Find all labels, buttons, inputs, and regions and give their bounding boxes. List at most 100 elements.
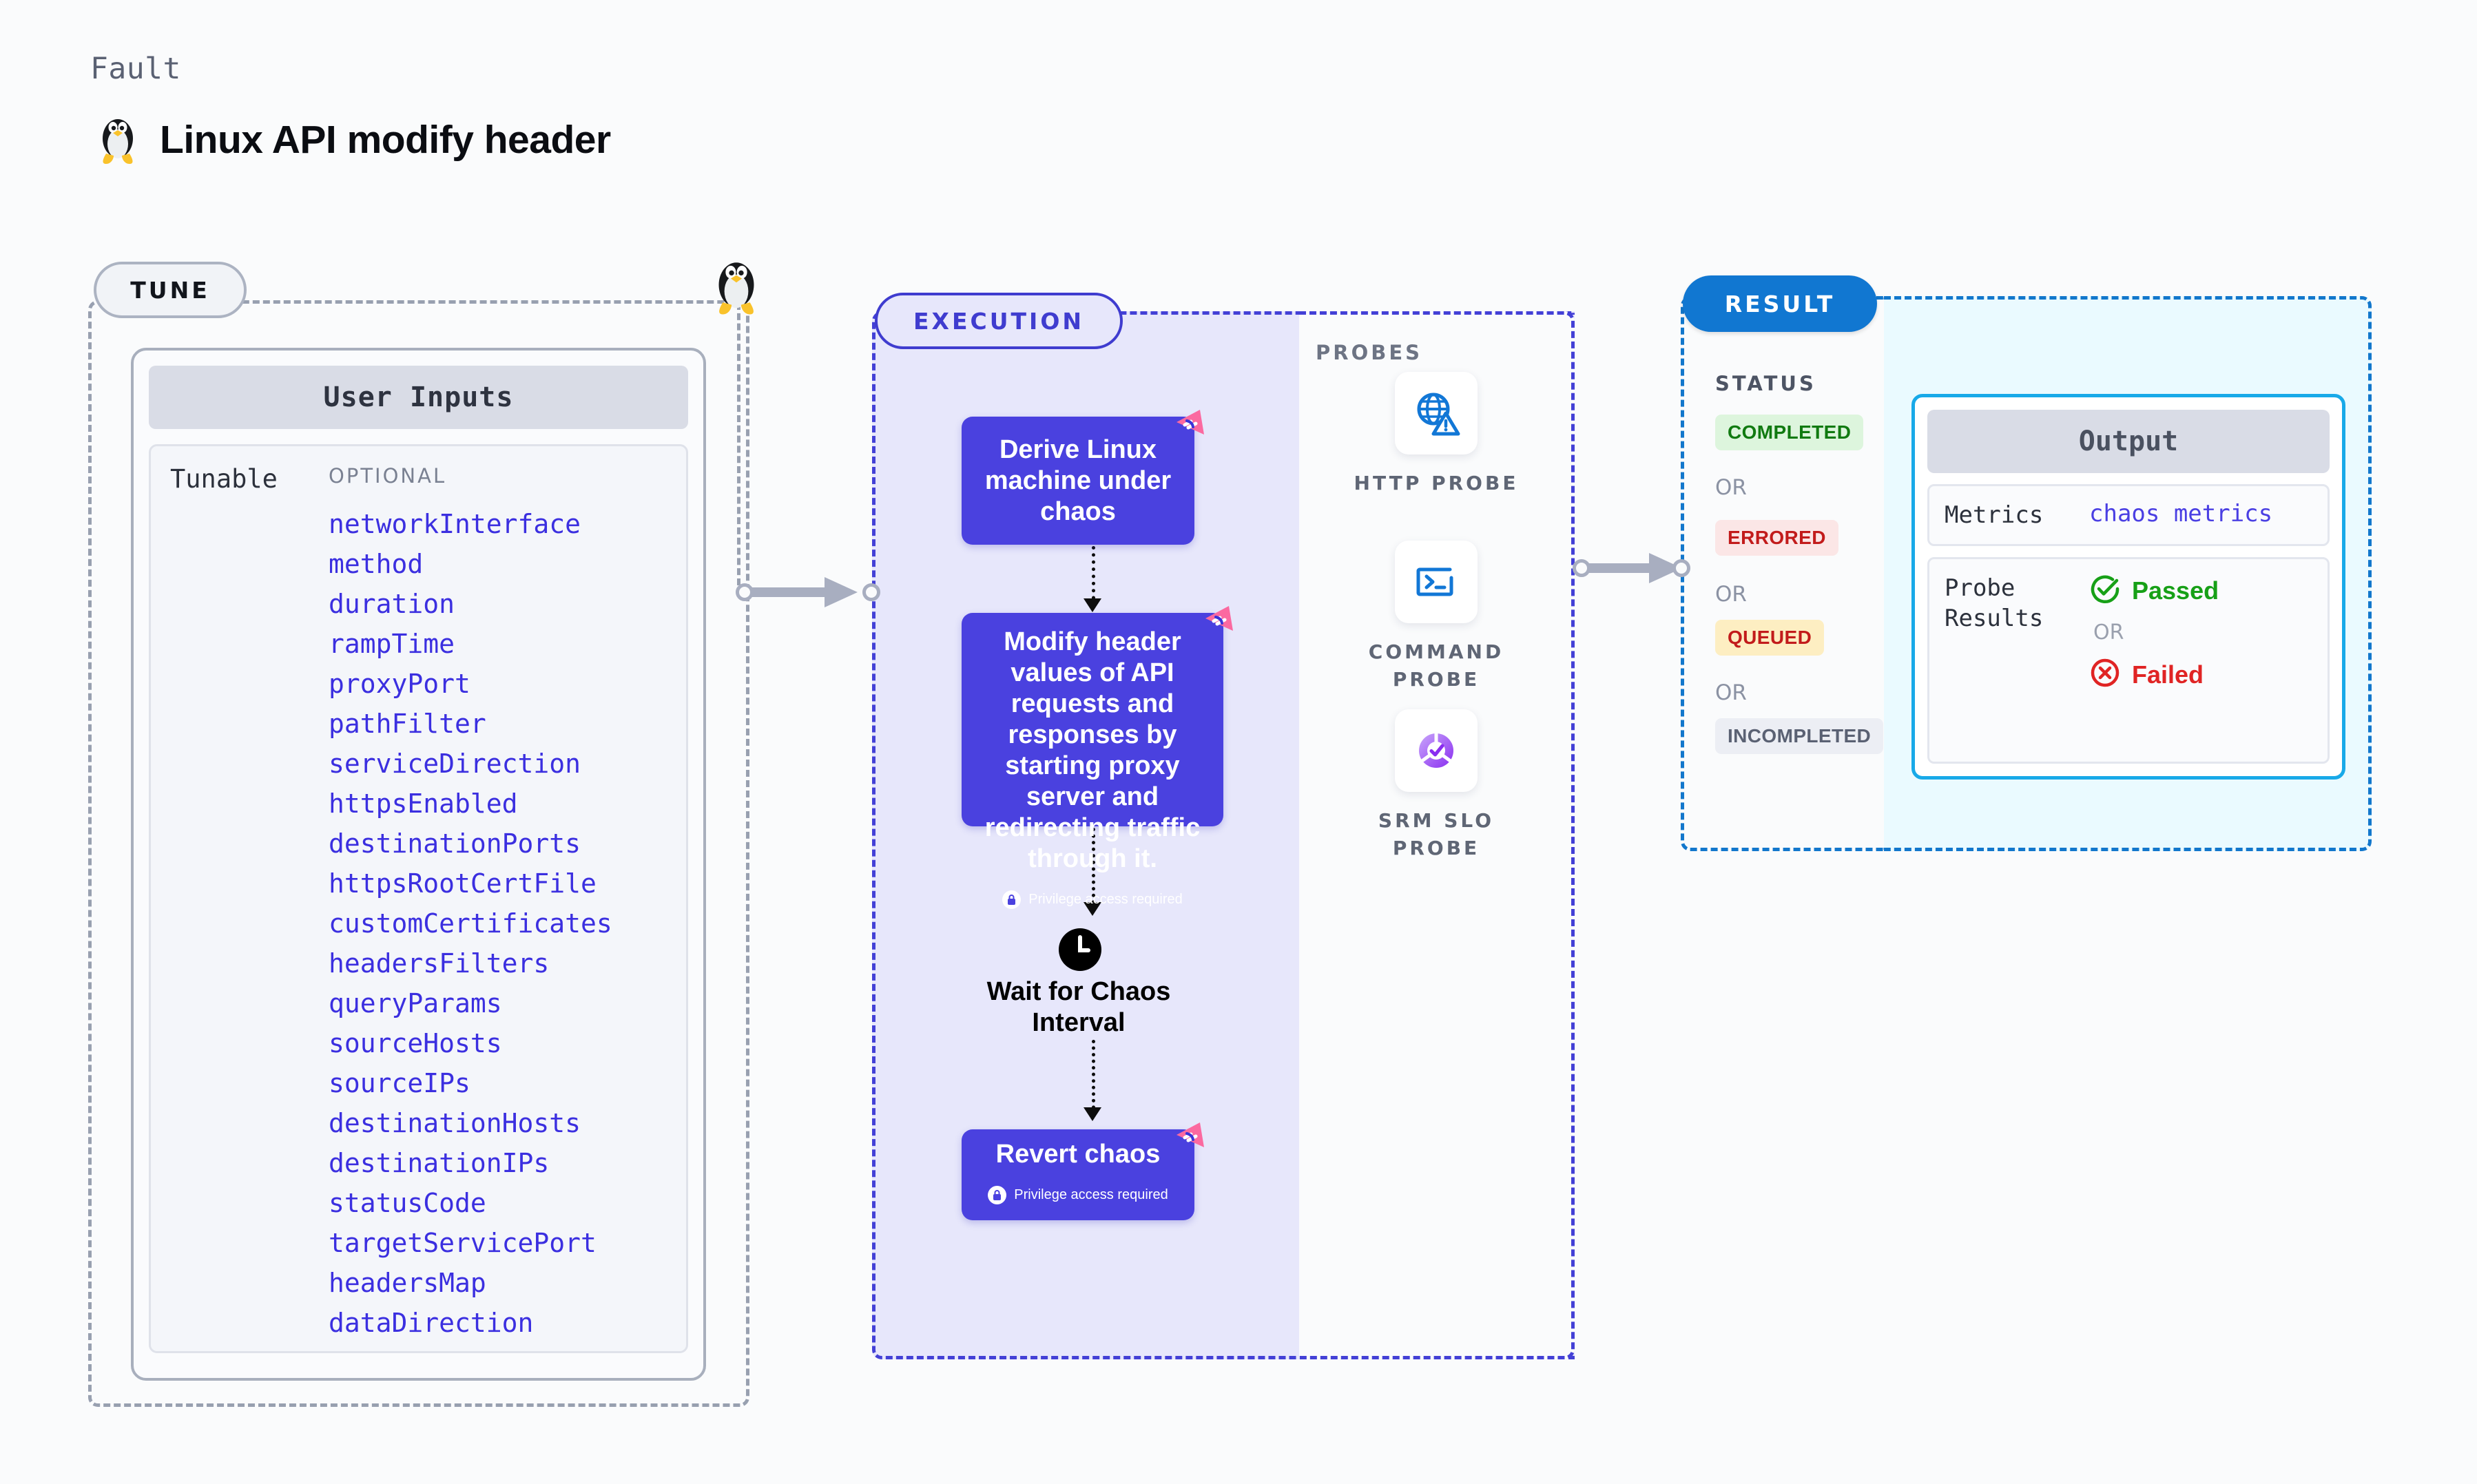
globe-warning-icon (1395, 372, 1478, 454)
or-separator: OR (1715, 680, 1747, 705)
connector-end-dot (862, 583, 880, 601)
result-section-pill[interactable]: RESULT (1683, 275, 1877, 332)
probe-item-http[interactable]: HTTP PROBE (1350, 372, 1522, 497)
page-title: Linux API modify header (96, 114, 611, 166)
page-title-text: Linux API modify header (160, 118, 611, 162)
tunable-param-list: OPTIONAL networkInterface method duratio… (329, 464, 686, 1351)
user-inputs-card: User Inputs Tunable OPTIONAL networkInte… (131, 348, 706, 1381)
probe-label: COMMAND PROBE (1368, 640, 1504, 691)
flow-node-label: Derive Linux machine under chaos (984, 435, 1172, 526)
or-separator: OR (1715, 582, 1747, 607)
slo-donut-check-icon (1395, 709, 1478, 792)
metrics-value[interactable]: chaos metrics (2089, 500, 2273, 527)
or-separator: OR (2093, 620, 2124, 645)
passed-label: Passed (2132, 576, 2219, 605)
fault-eyebrow-label: Fault (90, 52, 181, 86)
optional-label: OPTIONAL (329, 464, 447, 488)
tunable-label: Tunable (170, 464, 278, 494)
param-item[interactable]: networkInterface (329, 509, 581, 539)
tune-section-pill[interactable]: TUNE (94, 262, 247, 318)
check-circle-icon (2089, 573, 2121, 608)
param-item[interactable]: serviceDirection (329, 749, 581, 779)
linux-penguin-marker-icon (711, 256, 762, 320)
param-item[interactable]: sourceIPs (329, 1068, 470, 1098)
param-item[interactable]: method (329, 549, 424, 579)
lock-icon (1002, 890, 1022, 909)
privilege-access-note: Privilege access required (1002, 884, 1183, 915)
probes-panel (1299, 311, 1575, 1359)
param-item[interactable]: targetServicePort (329, 1228, 597, 1258)
flow-arrow-derive-to-modify (1092, 546, 1095, 607)
tune-panel (88, 300, 749, 1407)
flow-arrowhead (1084, 1107, 1101, 1121)
param-item[interactable]: duration (329, 589, 455, 619)
probe-results-label: Probe Results (1945, 574, 2044, 632)
param-item[interactable]: destinationIPs (329, 1148, 550, 1178)
flow-node-wait-label: Wait for Chaos Interval (986, 977, 1171, 1037)
result-status-panel (1681, 296, 1887, 851)
status-badge-incompleted: INCOMPLETED (1715, 718, 1884, 754)
output-title: Output (1927, 410, 2330, 473)
param-item[interactable]: pathFilter (329, 709, 486, 739)
probes-title: PROBES (1316, 341, 1423, 364)
connector-start-dot (1573, 559, 1590, 577)
experiment-ribbon-icon (1170, 1117, 1210, 1164)
flow-arrowhead (1084, 902, 1101, 916)
param-item[interactable]: destinationPorts (329, 828, 581, 859)
privilege-access-note: Privilege access required (988, 1180, 1168, 1211)
probe-results-values: Passed OR Failed (2089, 573, 2219, 748)
output-card: Output Metrics chaos metrics Probe Resul… (1911, 394, 2345, 780)
probe-label: SRM SLO PROBE (1378, 809, 1495, 859)
flow-node-label: Revert chaos (995, 1140, 1161, 1169)
probe-label: HTTP PROBE (1354, 472, 1519, 494)
param-item[interactable]: statusCode (329, 1188, 486, 1218)
connector-execution-to-result (1577, 547, 1701, 589)
execution-section-pill[interactable]: EXECUTION (875, 293, 1123, 349)
probe-result-failed: Failed (2089, 657, 2219, 692)
tune-penguin-connector-line (737, 303, 740, 585)
flow-node-revert-chaos[interactable]: Revert chaos Privilege access required (962, 1122, 1204, 1220)
failed-label: Failed (2132, 660, 2204, 689)
flow-arrow-wait-to-revert (1092, 1040, 1095, 1116)
flow-node-modify-header[interactable]: Modify header values of API requests and… (962, 606, 1233, 909)
param-item[interactable]: queryParams (329, 988, 502, 1018)
status-badge-completed: COMPLETED (1715, 415, 1864, 450)
flow-node-label: Modify header values of API requests and… (984, 627, 1201, 873)
experiment-ribbon-icon (1199, 600, 1238, 648)
x-circle-icon (2089, 657, 2121, 692)
probe-result-passed: Passed (2089, 573, 2219, 608)
or-separator: OR (1715, 475, 1747, 500)
output-row-metrics: Metrics chaos metrics (1927, 484, 2330, 546)
output-row-probe-results: Probe Results Passed OR (1927, 557, 2330, 764)
probe-item-command[interactable]: COMMAND PROBE (1350, 541, 1522, 693)
param-item[interactable]: rampTime (329, 629, 455, 659)
param-item[interactable]: sourceHosts (329, 1028, 502, 1058)
flow-node-derive-machine[interactable]: Derive Linux machine under chaos (962, 410, 1204, 545)
param-item[interactable]: destinationHosts (329, 1108, 581, 1138)
flow-arrow-modify-to-wait (1092, 828, 1095, 910)
clock-icon (1059, 928, 1101, 974)
privilege-text: Privilege access required (1014, 1187, 1168, 1202)
param-item[interactable]: dataDirection (329, 1308, 534, 1338)
experiment-ribbon-icon (1170, 404, 1210, 452)
param-item[interactable]: proxyPort (329, 669, 470, 699)
status-title: STATUS (1715, 372, 1816, 395)
status-badge-queued: QUEUED (1715, 620, 1825, 656)
param-item[interactable]: httpsRootCertFile (329, 868, 597, 899)
probe-item-srm-slo[interactable]: SRM SLO PROBE (1350, 709, 1522, 862)
param-item[interactable]: customCertificates (329, 908, 612, 939)
lock-icon (988, 1186, 1007, 1204)
connector-end-dot (1672, 559, 1690, 577)
flow-arrowhead (1084, 598, 1101, 612)
linux-penguin-icon (96, 114, 139, 166)
tunable-section: Tunable OPTIONAL networkInterface method… (149, 444, 688, 1353)
privilege-text: Privilege access required (1028, 892, 1183, 907)
terminal-icon (1395, 541, 1478, 623)
connector-start-dot (736, 583, 754, 601)
param-item[interactable]: headersFilters (329, 948, 550, 979)
connector-tune-to-execution (740, 572, 878, 613)
user-inputs-title: User Inputs (149, 366, 688, 429)
param-item[interactable]: httpsEnabled (329, 788, 518, 819)
param-item[interactable]: headersMap (329, 1268, 486, 1298)
